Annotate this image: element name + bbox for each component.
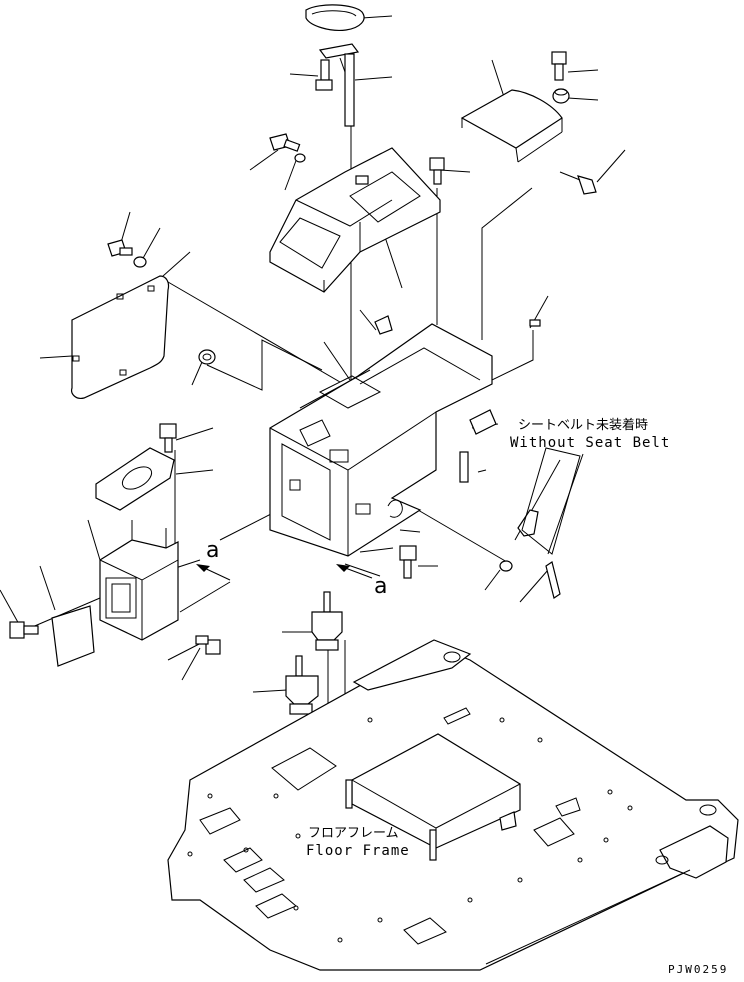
bolt-lower — [195, 635, 221, 655]
side-cover-plate — [71, 275, 170, 399]
bracket-left — [95, 447, 175, 511]
grommet — [198, 349, 216, 365]
direction-arrows — [196, 564, 373, 581]
floor-frame-label-en: Floor Frame — [306, 843, 410, 859]
nut-right — [552, 88, 570, 104]
console-upper — [269, 147, 441, 293]
clip — [374, 315, 541, 335]
damper-lower — [285, 655, 319, 715]
seat-belt-label-en: Without Seat Belt — [510, 435, 671, 451]
reference-a-right: a — [374, 574, 388, 599]
seat-belt-bracket — [517, 509, 561, 599]
pin — [459, 409, 497, 483]
seat-belt-label-jp: シートベルト未装着時 — [518, 418, 649, 433]
damper-upper — [311, 591, 343, 651]
bolt-right-upper — [551, 51, 567, 81]
washer-bolt-left — [269, 133, 306, 163]
bolt-far-left — [107, 239, 147, 268]
inner-box — [345, 733, 521, 861]
bolt-lower-left — [9, 621, 39, 639]
reference-a-left: a — [206, 538, 220, 563]
small-cover-plate — [51, 605, 95, 667]
side-box — [99, 520, 179, 641]
drawing-code: PJW0259 — [668, 963, 729, 976]
lever-rod — [318, 43, 360, 127]
seat-belt-callout — [521, 447, 581, 555]
cover-plate-top-right — [460, 89, 563, 163]
console-frame-box — [269, 323, 493, 557]
bolt-center — [429, 157, 445, 185]
bolt-top — [315, 59, 333, 91]
floor-frame-label-jp: フロアフレーム — [308, 826, 399, 841]
bolt-side-box — [159, 423, 177, 453]
grip-cover — [305, 4, 365, 31]
bolt-front — [399, 545, 417, 579]
bolt-right — [559, 171, 597, 195]
cap — [499, 560, 513, 572]
